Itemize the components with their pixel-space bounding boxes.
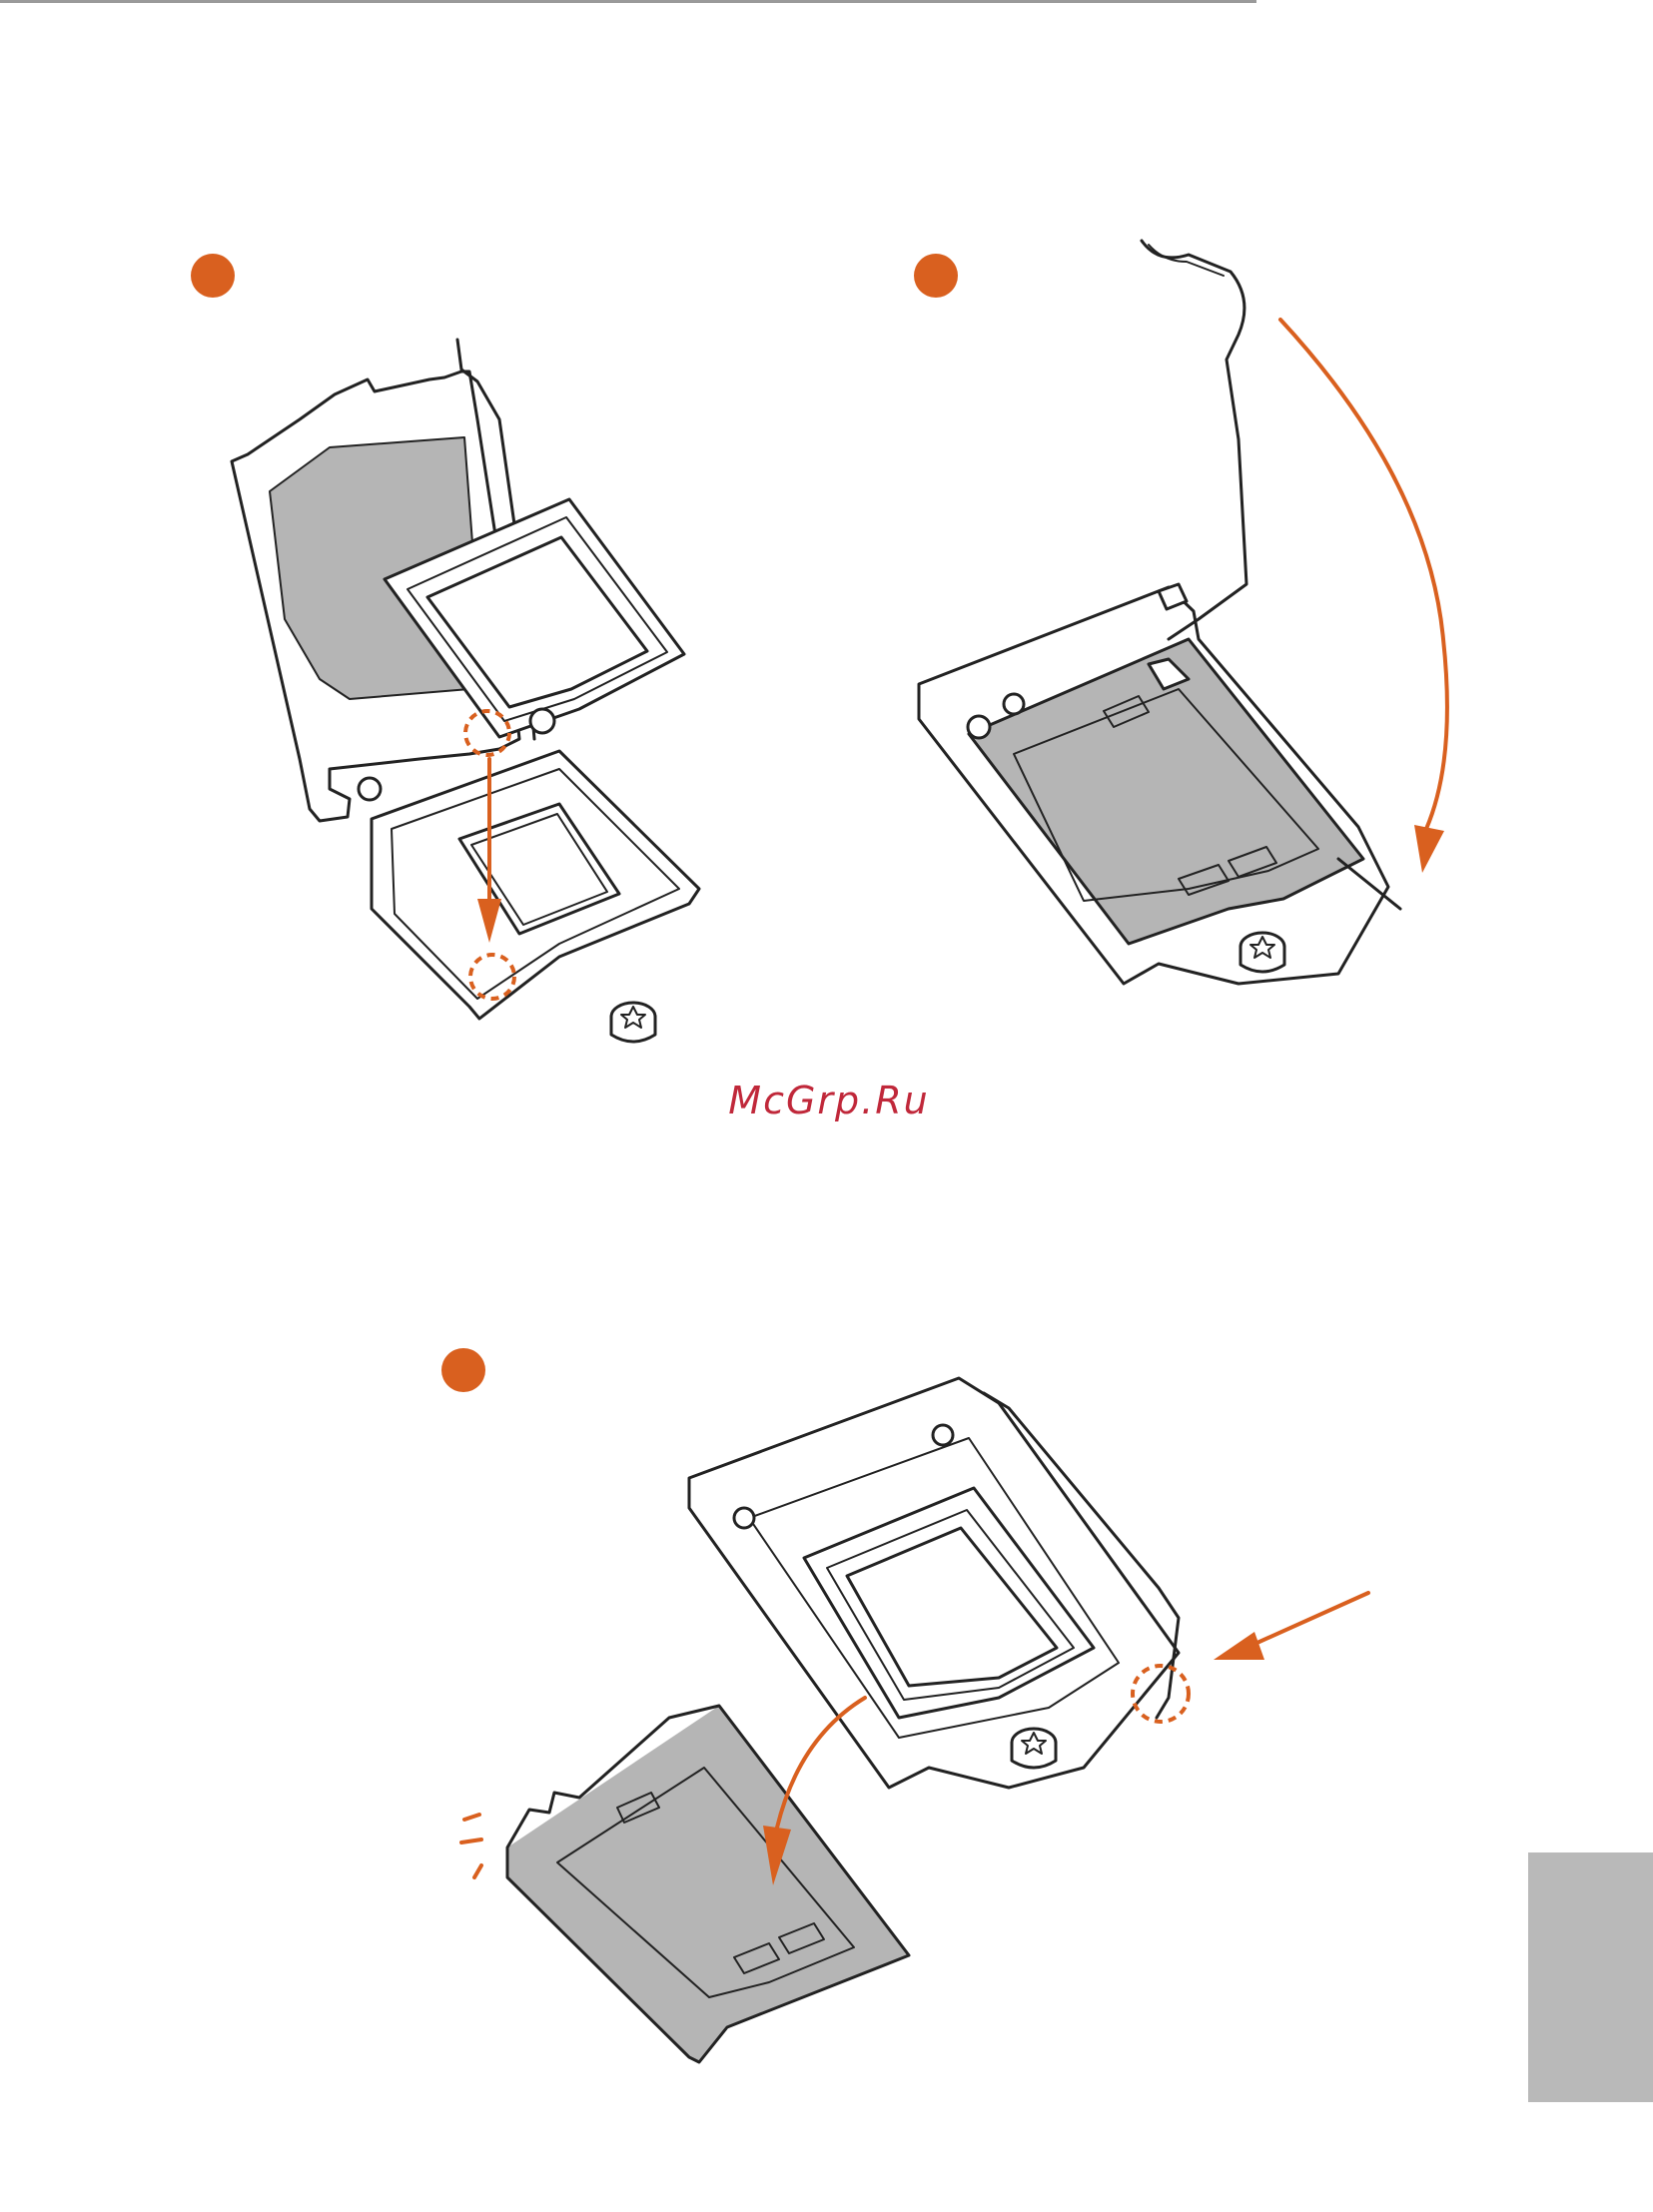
close-arrow-head — [1414, 825, 1444, 873]
lever-lock-arrow-head — [1214, 1632, 1264, 1660]
raised-lever — [1142, 241, 1246, 639]
cap-motion-mark-1 — [464, 1815, 479, 1820]
close-direction-arrow — [1280, 320, 1447, 829]
figure-step-3-insert-cpu — [232, 340, 699, 1042]
cap-motion-mark-3 — [474, 1865, 481, 1877]
figure-step-4-close-plate — [919, 241, 1447, 984]
watermark-text: McGrp.Ru — [699, 1079, 959, 1122]
pnp-cap — [507, 1706, 909, 2062]
figure-step-5-remove-cap — [461, 1378, 1368, 2062]
side-tab — [1528, 1852, 1653, 2102]
cap-motion-mark-2 — [461, 1840, 481, 1843]
lever-lock-arrow — [1250, 1593, 1368, 1646]
